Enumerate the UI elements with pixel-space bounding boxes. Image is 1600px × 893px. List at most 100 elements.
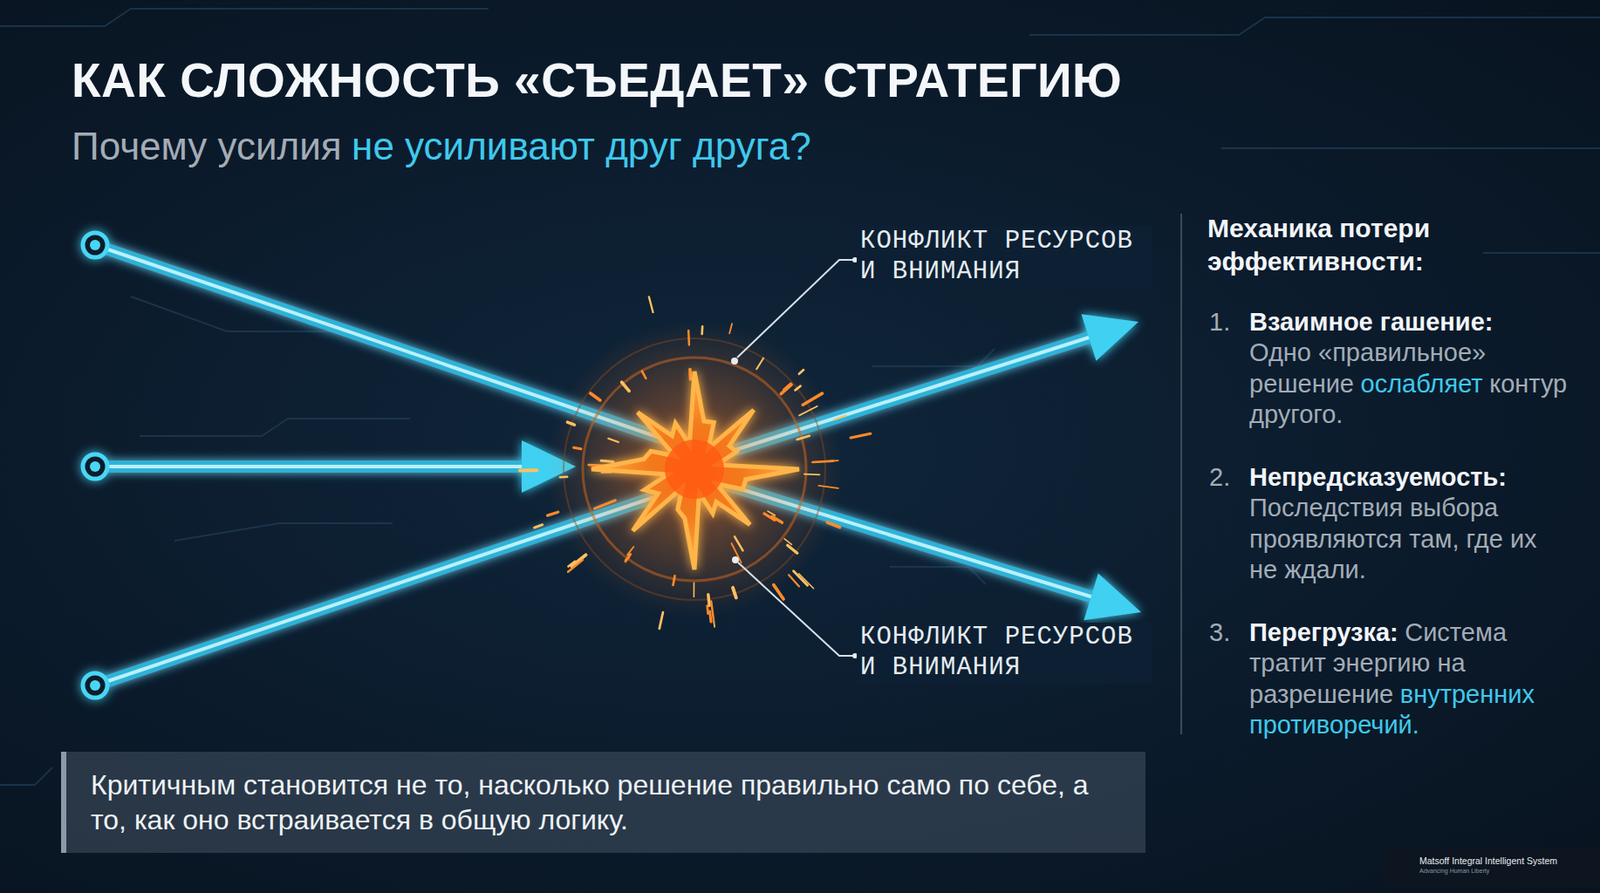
illustration-part: [659, 612, 664, 630]
illustration-part: [82, 232, 108, 258]
illustration-part: [89, 680, 101, 691]
illustration-part: [0, 8, 489, 27]
slide-title: КАК СЛОЖНОСТЬ «СЪЕДАЕТ» СТРАТЕГИЮ: [71, 52, 1122, 109]
illustration-part: [95, 464, 524, 469]
illustration-part: [732, 588, 737, 599]
illustration-part: [174, 523, 393, 541]
illustration-part: [687, 330, 691, 346]
illustration-part: [850, 433, 871, 438]
illustration-part: [1083, 574, 1142, 622]
list-number: 3.: [1209, 617, 1231, 649]
callout-label: КОНФЛИКТ РЕСУРСОВ И ВНИМАНИЯ: [856, 226, 1152, 288]
item-heading: Непредсказуемость:: [1249, 462, 1561, 493]
illustration-part: [82, 454, 108, 479]
illustration-part: [787, 545, 798, 554]
illustration-part: [1221, 147, 1600, 150]
watermark-box: Matsoff Integral Intelligent SystemAdvan…: [1382, 847, 1600, 889]
illustration-part: [95, 245, 1091, 686]
illustration-part: [672, 575, 675, 585]
illustration-part: [519, 468, 538, 472]
illustration-part: [89, 239, 101, 691]
separator: [1180, 213, 1183, 735]
subtitle-text: Почему усилия: [71, 124, 342, 168]
illustration-part: [804, 473, 821, 477]
list-item: Перегрузка:Система тратит энергию на раз…: [1249, 617, 1568, 742]
leader-lines: [737, 259, 854, 657]
illustration-part: [818, 485, 838, 489]
illustration-part: [622, 382, 630, 391]
illustration-part: [590, 393, 601, 401]
item-highlight: ослабляет: [1360, 369, 1484, 398]
subtitle-highlight: не усиливают друг друга?: [351, 124, 812, 168]
illustration-part: [82, 232, 108, 698]
illustration-part: [802, 393, 822, 405]
illustration-part: [519, 296, 871, 629]
illustration-part: [737, 259, 854, 358]
illustration-part: [799, 406, 818, 417]
illustration-part: [734, 536, 743, 551]
illustration-part: [567, 561, 575, 568]
illustration-part: [0, 767, 53, 786]
callout-label: КОНФЛИКТ РЕСУРСОВ И ВНИМАНИЯ: [856, 622, 1152, 684]
illustration-part: [1029, 17, 1600, 35]
illustration-part: [582, 357, 807, 582]
panel-heading: Механика потери эффективности:: [1207, 211, 1583, 278]
node-text: Advancing Human Liberty: [1419, 868, 1595, 875]
illustration-part: [625, 554, 631, 561]
illustration-part: [889, 567, 986, 585]
item-heading: Перегрузка:: [1249, 618, 1399, 647]
illustration-part: [89, 239, 101, 251]
illustration-part: [797, 436, 810, 440]
illustration-part: [693, 582, 696, 597]
node-text: Matsoff Integral Intelligent System: [1419, 855, 1595, 867]
illustration-part: [139, 418, 411, 437]
illustration-part: [601, 460, 614, 462]
illustration-part: [708, 594, 710, 607]
leader-dots: [731, 257, 858, 659]
illustration-part: [767, 511, 775, 516]
illustration-part: [731, 357, 739, 365]
illustration-part: [563, 338, 826, 601]
illustration-part: [567, 422, 575, 425]
explosion: [519, 296, 871, 629]
circuit-traces: [0, 8, 1600, 786]
illustration-part: [547, 512, 559, 516]
illustration-part: [788, 574, 800, 587]
illustration-part: [830, 459, 839, 462]
illustration-part: [711, 601, 714, 623]
illustration-part: [700, 326, 704, 335]
illustration-part: [649, 296, 654, 313]
illustration-part: [664, 439, 725, 500]
illustration-part: [521, 314, 1142, 621]
illustration-part: [591, 371, 800, 570]
illustration-part: [82, 673, 108, 698]
list-item: Непредсказуемость:Последствия выбора про…: [1249, 462, 1568, 587]
illustration-part: [1081, 314, 1140, 361]
illustration-part: [784, 539, 792, 545]
illustration-part: [567, 560, 583, 573]
illustration-part: [738, 562, 854, 657]
illustration-part: [872, 348, 995, 367]
item-heading: Взаимное гашение:: [1249, 307, 1561, 338]
illustration-part: [827, 522, 840, 528]
illustration-part: [799, 369, 804, 375]
illustration-part: [756, 358, 764, 370]
illustration-part: [795, 386, 801, 391]
illustration-part: [710, 611, 712, 623]
item-text: Последствия выбора проявляются там, где …: [1249, 493, 1538, 584]
illustration-part: [799, 574, 814, 589]
illustration-part: [834, 416, 847, 421]
illustration-part: [574, 447, 582, 449]
illustration-part: [688, 369, 692, 380]
conclusion-box: Критичным становится не то, насколько ре…: [61, 752, 1146, 854]
list-number: 1.: [1209, 307, 1231, 338]
illustration-part: [594, 500, 616, 509]
illustration-part: [89, 461, 101, 472]
list-item: Взаимное гашение:Одно «правильное» решен…: [1249, 307, 1568, 431]
list-number: 2.: [1209, 462, 1231, 493]
illustration-part: [731, 556, 739, 564]
illustration-part: [608, 438, 619, 443]
illustration-part: [95, 245, 1091, 686]
illustration-part: [95, 460, 524, 473]
illustration-part: [1483, 252, 1600, 254]
